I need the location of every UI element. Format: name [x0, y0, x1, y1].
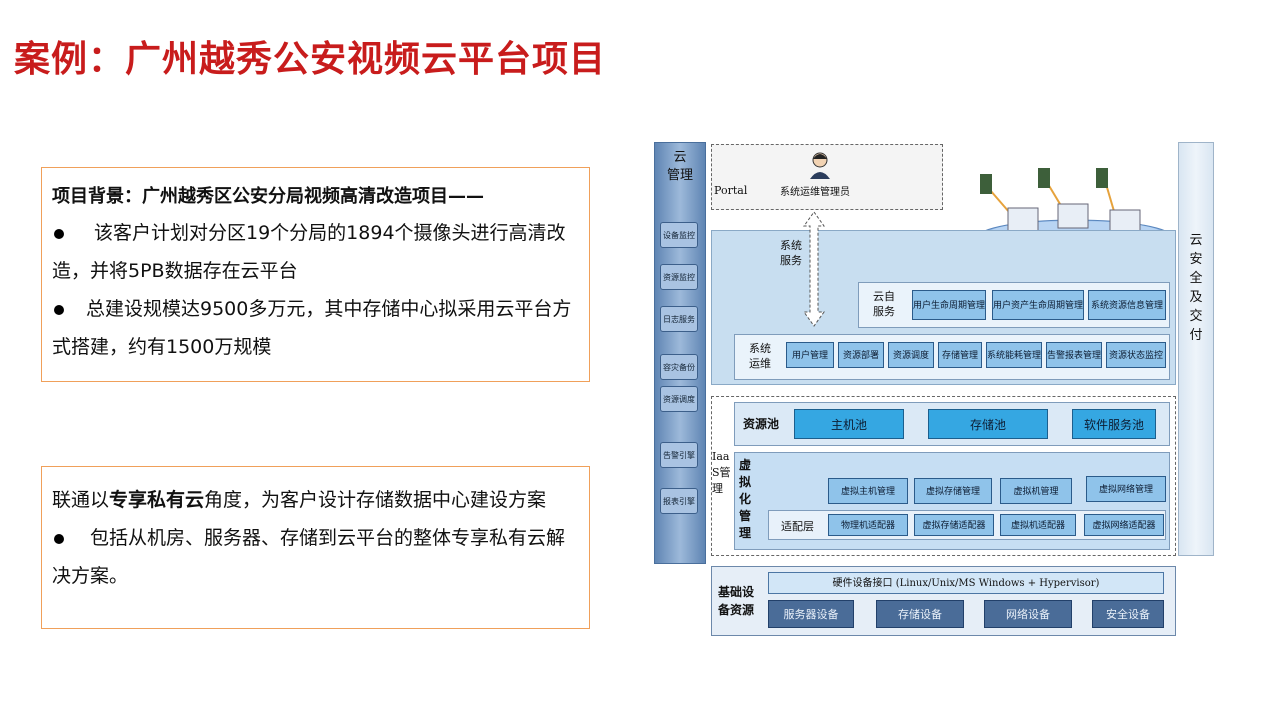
cloud-security-label: 云 安 全 及 交 付 — [1189, 233, 1203, 343]
bullet-icon — [54, 533, 64, 544]
mgmt-item: 报表引擎 — [660, 488, 698, 514]
project-background-box: 项目背景：广州越秀区公安分局视频高清改造项目—— 该客户计划对分区19个分局的1… — [41, 167, 590, 382]
cloud-self-service-label: 云自 服务 — [873, 290, 895, 318]
bullet-text: 包括从机房、服务器、存储到云平台的整体专享私有云解决方案。 — [52, 527, 566, 587]
mgmt-item: 容灾备份 — [660, 354, 698, 380]
adapter-layer-label: 适配层 — [781, 520, 814, 533]
virtual-mgmt-item: 虚拟网络管理 — [1086, 476, 1166, 502]
bullet-text: 总建设规模达9500多万元，其中存储中心拟采用云平台方式搭建，约有1500万规模 — [52, 298, 572, 358]
project-background-heading: 项目背景：广州越秀区公安分局视频高清改造项目—— — [52, 186, 484, 207]
solution-text-pre: 联通以 — [52, 489, 110, 511]
ops-item: 存储管理 — [938, 342, 982, 368]
ops-item: 用户管理 — [786, 342, 834, 368]
mgmt-item: 资源监控 — [660, 264, 698, 290]
cloud-management-label: 云 管理 — [666, 150, 693, 183]
adapter-item: 虚拟机适配器 — [1000, 514, 1076, 536]
virtual-mgmt-item: 虚拟机管理 — [1000, 478, 1072, 504]
bullet-item: 包括从机房、服务器、存储到云平台的整体专享私有云解决方案。 — [52, 519, 579, 595]
bullet-item: 总建设规模达9500多万元，其中存储中心拟采用云平台方式搭建，约有1500万规模 — [52, 290, 579, 366]
virtual-mgmt-item: 虚拟主机管理 — [828, 478, 908, 504]
bullet-item: 该客户计划对分区19个分局的1894个摄像头进行高清改造，并将5PB数据存在云平… — [52, 214, 579, 290]
mgmt-item: 设备监控 — [660, 222, 698, 248]
double-arrow-icon — [803, 211, 825, 327]
solution-text-bold: 专享私有云 — [109, 489, 205, 511]
ops-item: 资源部署 — [838, 342, 884, 368]
hardware-interface: 硬件设备接口 (Linux/Unix/MS Windows + Hypervis… — [768, 572, 1164, 594]
ops-item: 资源状态监控 — [1106, 342, 1166, 368]
mgmt-item: 告警引擎 — [660, 442, 698, 468]
ops-item: 系统能耗管理 — [986, 342, 1042, 368]
security-device: 安全设备 — [1092, 600, 1164, 628]
bullet-text: 该客户计划对分区19个分局的1894个摄像头进行高清改造，并将5PB数据存在云平… — [52, 222, 566, 282]
virtualization-label: 虚 拟 化 管 理 — [739, 458, 752, 540]
system-ops-label: 系统 运维 — [749, 342, 771, 370]
self-service-item: 用户资产生命周期管理 — [992, 290, 1084, 320]
solution-line: 联通以专享私有云角度，为客户设计存储数据中心建设方案 — [52, 481, 579, 519]
infrastructure-label: 基础设 备资源 — [718, 585, 755, 617]
mgmt-item: 资源调度 — [660, 386, 698, 412]
ops-item: 告警报表管理 — [1046, 342, 1102, 368]
storage-device: 存储设备 — [876, 600, 964, 628]
solution-text-post: 角度，为客户设计存储数据中心建设方案 — [204, 489, 547, 511]
network-device: 网络设备 — [984, 600, 1072, 628]
software-service-pool: 软件服务池 — [1072, 409, 1156, 439]
system-service-label: 系统 服务 — [780, 239, 802, 267]
iaas-label: Iaa S管 理 — [712, 450, 731, 495]
adapter-item: 虚拟网络适配器 — [1084, 514, 1164, 536]
ops-item: 资源调度 — [888, 342, 934, 368]
mgmt-item: 日志服务 — [660, 306, 698, 332]
host-pool: 主机池 — [794, 409, 904, 439]
self-service-item: 系统资源信息管理 — [1088, 290, 1166, 320]
resource-pool-label: 资源池 — [743, 417, 780, 431]
bullet-icon — [54, 228, 64, 239]
storage-pool: 存储池 — [928, 409, 1048, 439]
architecture-diagram: 云 管理 设备监控 资源监控 日志服务 容灾备份 资源调度 告警引擎 报表引擎 … — [650, 140, 1220, 640]
admin-person-icon — [810, 152, 830, 179]
adapter-item: 虚拟存储适配器 — [914, 514, 994, 536]
adapter-item: 物理机适配器 — [828, 514, 908, 536]
iaas-area: Iaa S管 理 — [711, 396, 1176, 556]
virtual-mgmt-item: 虚拟存储管理 — [914, 478, 992, 504]
bullet-icon — [54, 304, 64, 315]
server-device: 服务器设备 — [768, 600, 854, 628]
portal-box: Portal 系统运维管理员 — [711, 144, 943, 210]
self-service-item: 用户生命周期管理 — [912, 290, 986, 320]
solution-box: 联通以专享私有云角度，为客户设计存储数据中心建设方案 包括从机房、服务器、存储到… — [41, 466, 590, 629]
page-title: 案例：广州越秀公安视频云平台项目 — [14, 39, 607, 80]
portal-label: Portal — [714, 184, 748, 197]
cloud-security-column: 云 安 全 及 交 付 — [1178, 142, 1214, 556]
admin-label: 系统运维管理员 — [780, 187, 850, 198]
